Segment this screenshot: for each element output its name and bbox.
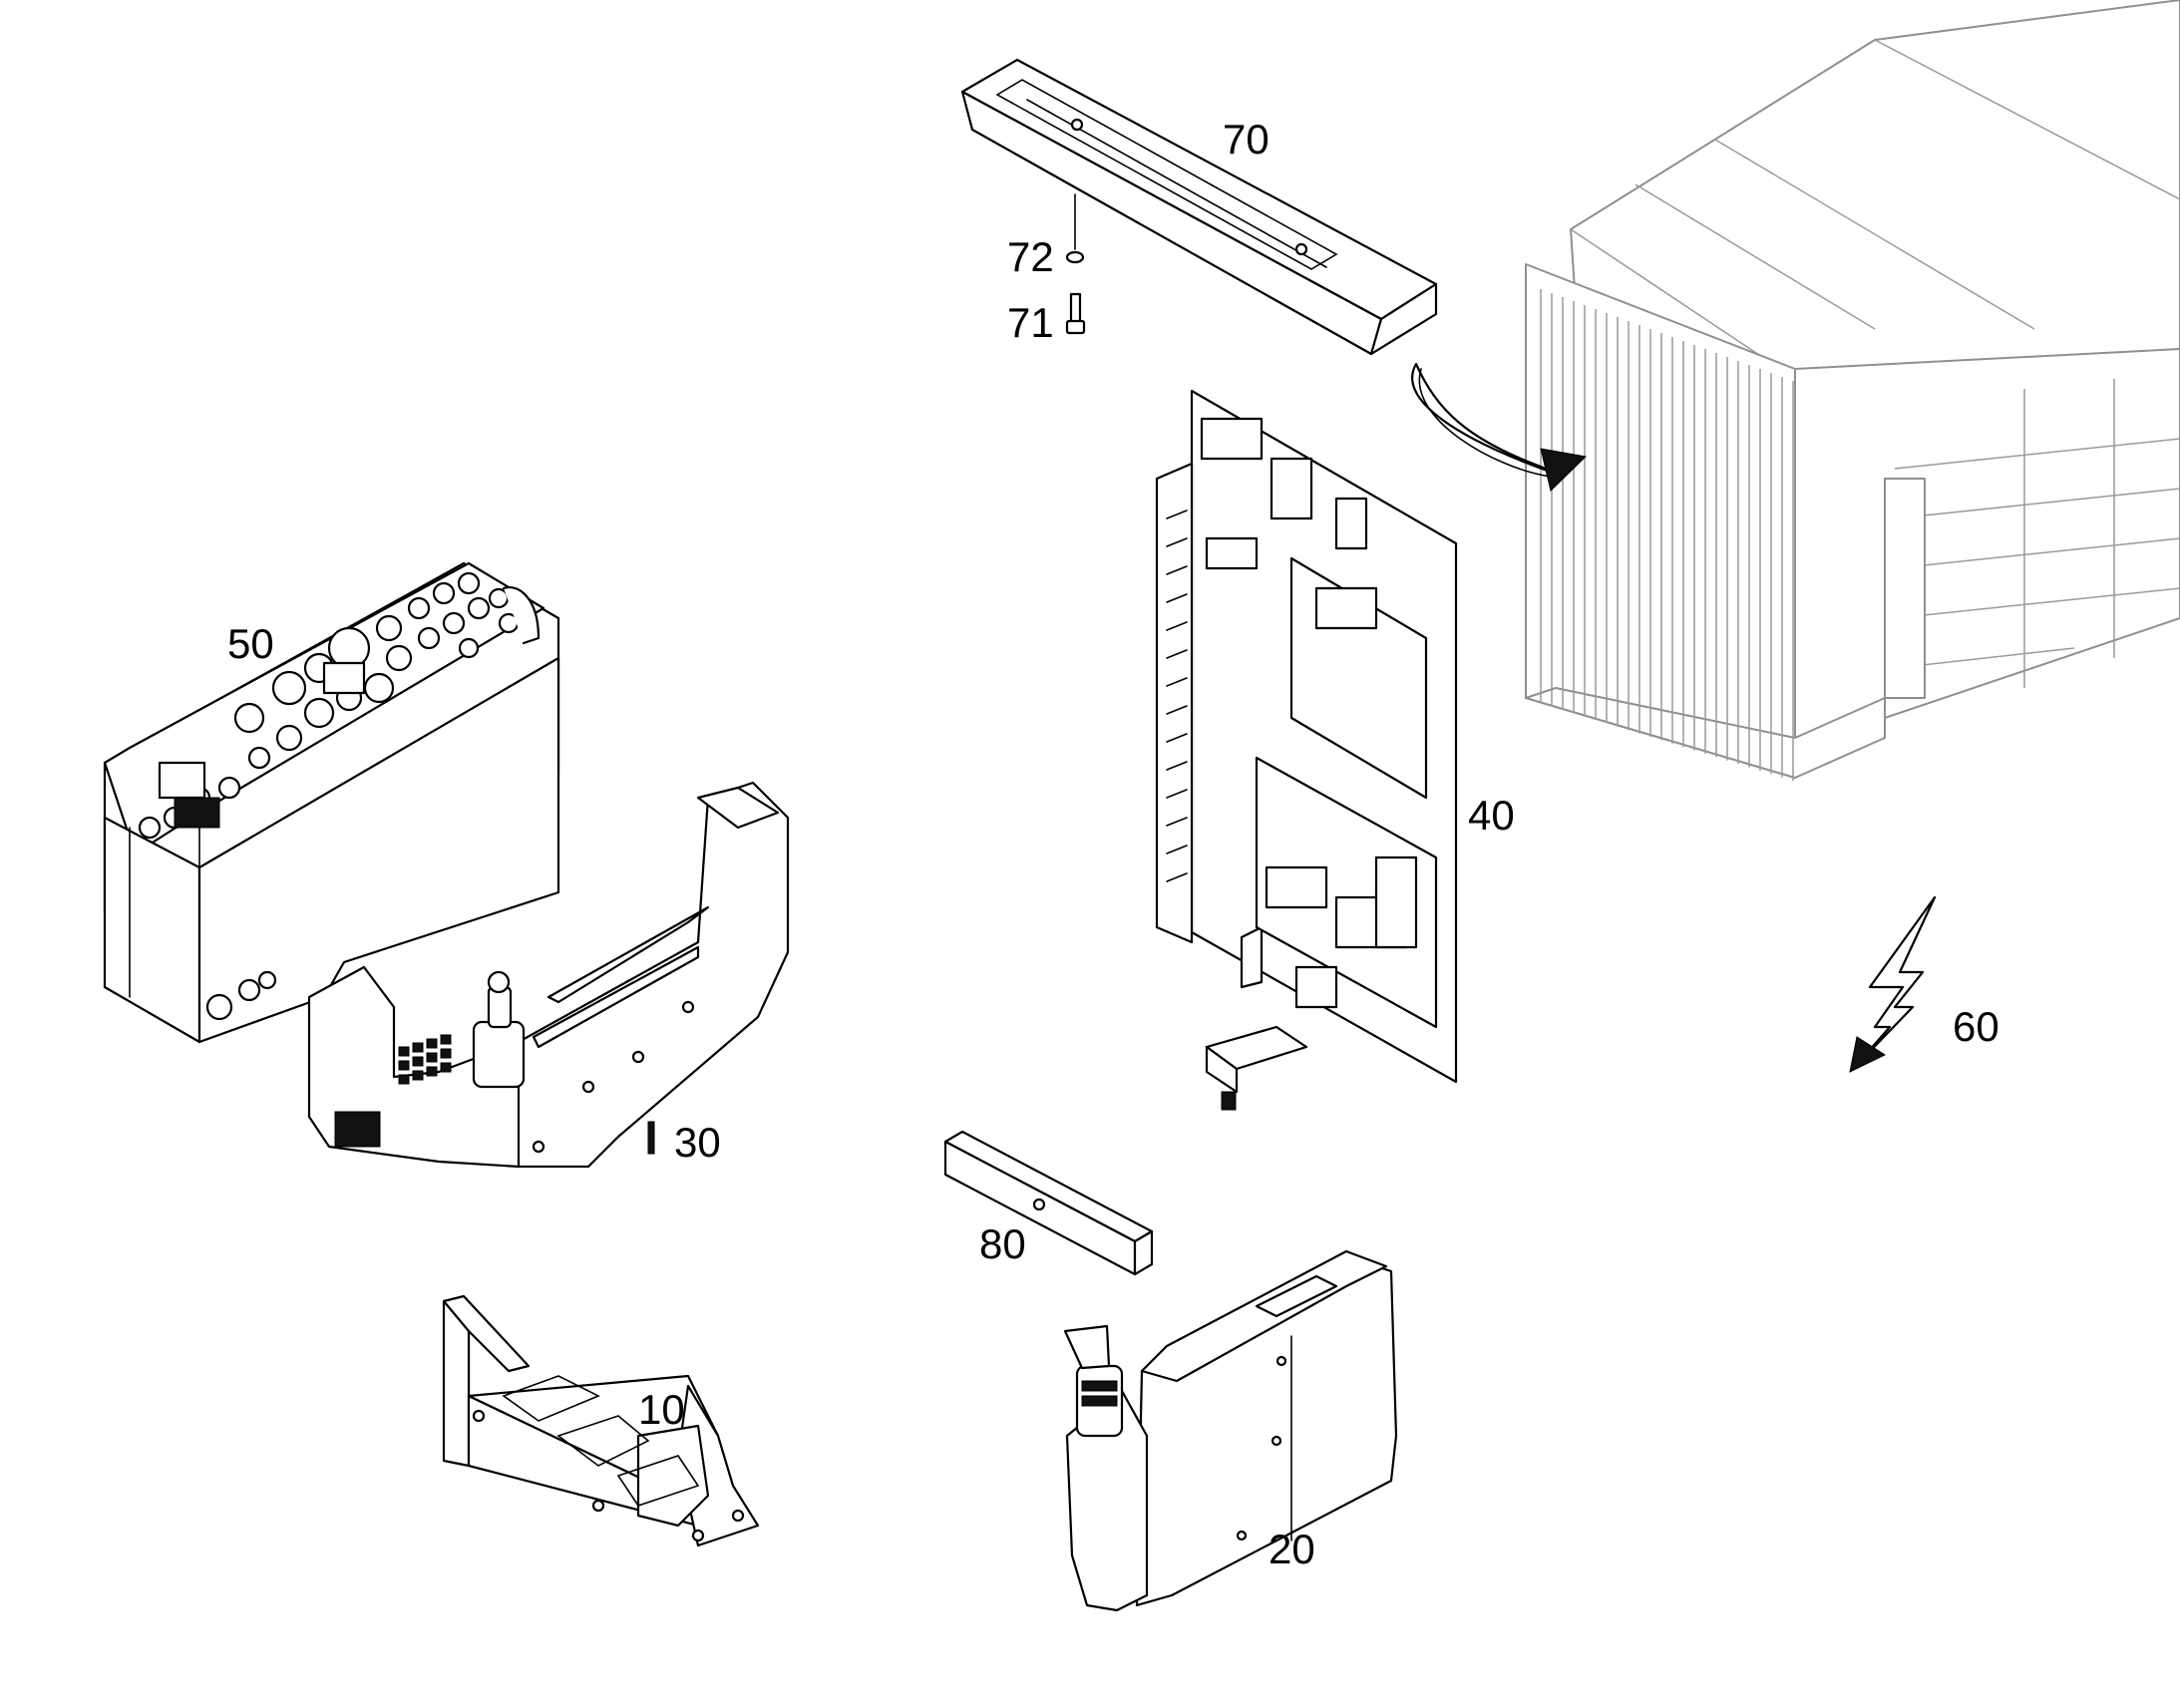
console-knob [303, 697, 335, 729]
panel-module [1200, 417, 1264, 461]
console-knob [432, 581, 456, 605]
label-30: 30 [674, 1119, 721, 1166]
console-knob [488, 587, 510, 609]
lightning-bolt-icon [1849, 895, 1937, 1073]
part-60-cab [1525, 0, 2180, 782]
armrest-button [440, 1048, 452, 1059]
panel-module [1205, 536, 1259, 570]
part-72-washer [1065, 193, 1085, 264]
armrest-button [426, 1038, 438, 1049]
console-knob [417, 626, 441, 650]
terminal-strip [1166, 761, 1188, 771]
panel-module [1270, 457, 1313, 520]
armrest-button [412, 1070, 424, 1081]
terminal-strip [1166, 705, 1188, 715]
part-71-screw [1065, 292, 1086, 335]
label-10: 10 [638, 1386, 685, 1433]
armrest-button [426, 1066, 438, 1077]
terminal-strip [1166, 789, 1188, 799]
cab-grille [1540, 289, 1794, 782]
assembly-arrow [1411, 362, 1588, 492]
label-70: 70 [1223, 116, 1270, 163]
label-60: 60 [1953, 1003, 1999, 1050]
part-30-armrest [307, 781, 790, 1169]
callout-labels: 10 20 30 40 50 60 70 71 72 80 [227, 116, 1999, 1572]
part-10-bracket [442, 1294, 760, 1547]
console-display [322, 661, 366, 695]
armrest-button [398, 1060, 410, 1071]
panel-components [1166, 417, 1418, 1009]
part-20-armrest [1063, 1249, 1398, 1612]
terminal-strip [1166, 593, 1188, 603]
panel-module [1294, 965, 1338, 1009]
terminal-strip [1166, 872, 1188, 882]
console-knob [442, 611, 466, 635]
side-joystick [1063, 1324, 1124, 1438]
console-knob [375, 614, 403, 642]
terminal-strip [1166, 733, 1188, 743]
label-40: 40 [1468, 792, 1515, 839]
console-display [174, 797, 220, 829]
console-knob [271, 670, 307, 706]
console-knob [407, 596, 431, 620]
console-knob [247, 746, 271, 770]
terminal-strip [1166, 649, 1188, 659]
console-knob [233, 702, 265, 734]
part-40-electrical-panel [1155, 389, 1458, 1111]
terminal-strip [1166, 845, 1188, 854]
label-80: 80 [979, 1220, 1026, 1267]
armrest-button [440, 1034, 452, 1045]
console-knob [467, 596, 491, 620]
armrest-button [398, 1046, 410, 1057]
armrest-button [440, 1062, 452, 1073]
console-knob [385, 644, 413, 672]
label-72: 72 [1007, 233, 1054, 280]
joystick [472, 970, 526, 1089]
console-knob [275, 724, 303, 752]
cab-louvers [1884, 379, 2180, 699]
armrest-button [412, 1042, 424, 1053]
console-knob [138, 816, 162, 840]
console-display [158, 761, 206, 800]
armrest-button [426, 1052, 438, 1063]
panel-module [1334, 497, 1368, 550]
console-control-knobs [138, 571, 520, 840]
part-80-rail [943, 1130, 1154, 1276]
terminal-strip [1166, 817, 1188, 827]
terminal-strip [1166, 621, 1188, 631]
console-knob [217, 776, 241, 800]
label-71: 71 [1007, 299, 1054, 346]
panel-module [1374, 855, 1418, 949]
armrest-button [398, 1074, 410, 1085]
console-knob [363, 672, 395, 704]
panel-module [1265, 865, 1328, 909]
console-knob [458, 637, 480, 659]
terminal-strip [1166, 510, 1188, 519]
armrest-button [412, 1056, 424, 1067]
armrest-buttons [398, 1034, 452, 1085]
terminal-strip [1166, 565, 1188, 575]
panel-module [1314, 586, 1378, 630]
console-knob [457, 571, 481, 595]
terminal-strip [1166, 537, 1188, 547]
part-50-console [103, 561, 560, 1044]
label-50: 50 [227, 620, 274, 667]
terminal-strip [1166, 677, 1188, 687]
part-70-cover [960, 58, 1438, 356]
label-20: 20 [1269, 1526, 1315, 1572]
